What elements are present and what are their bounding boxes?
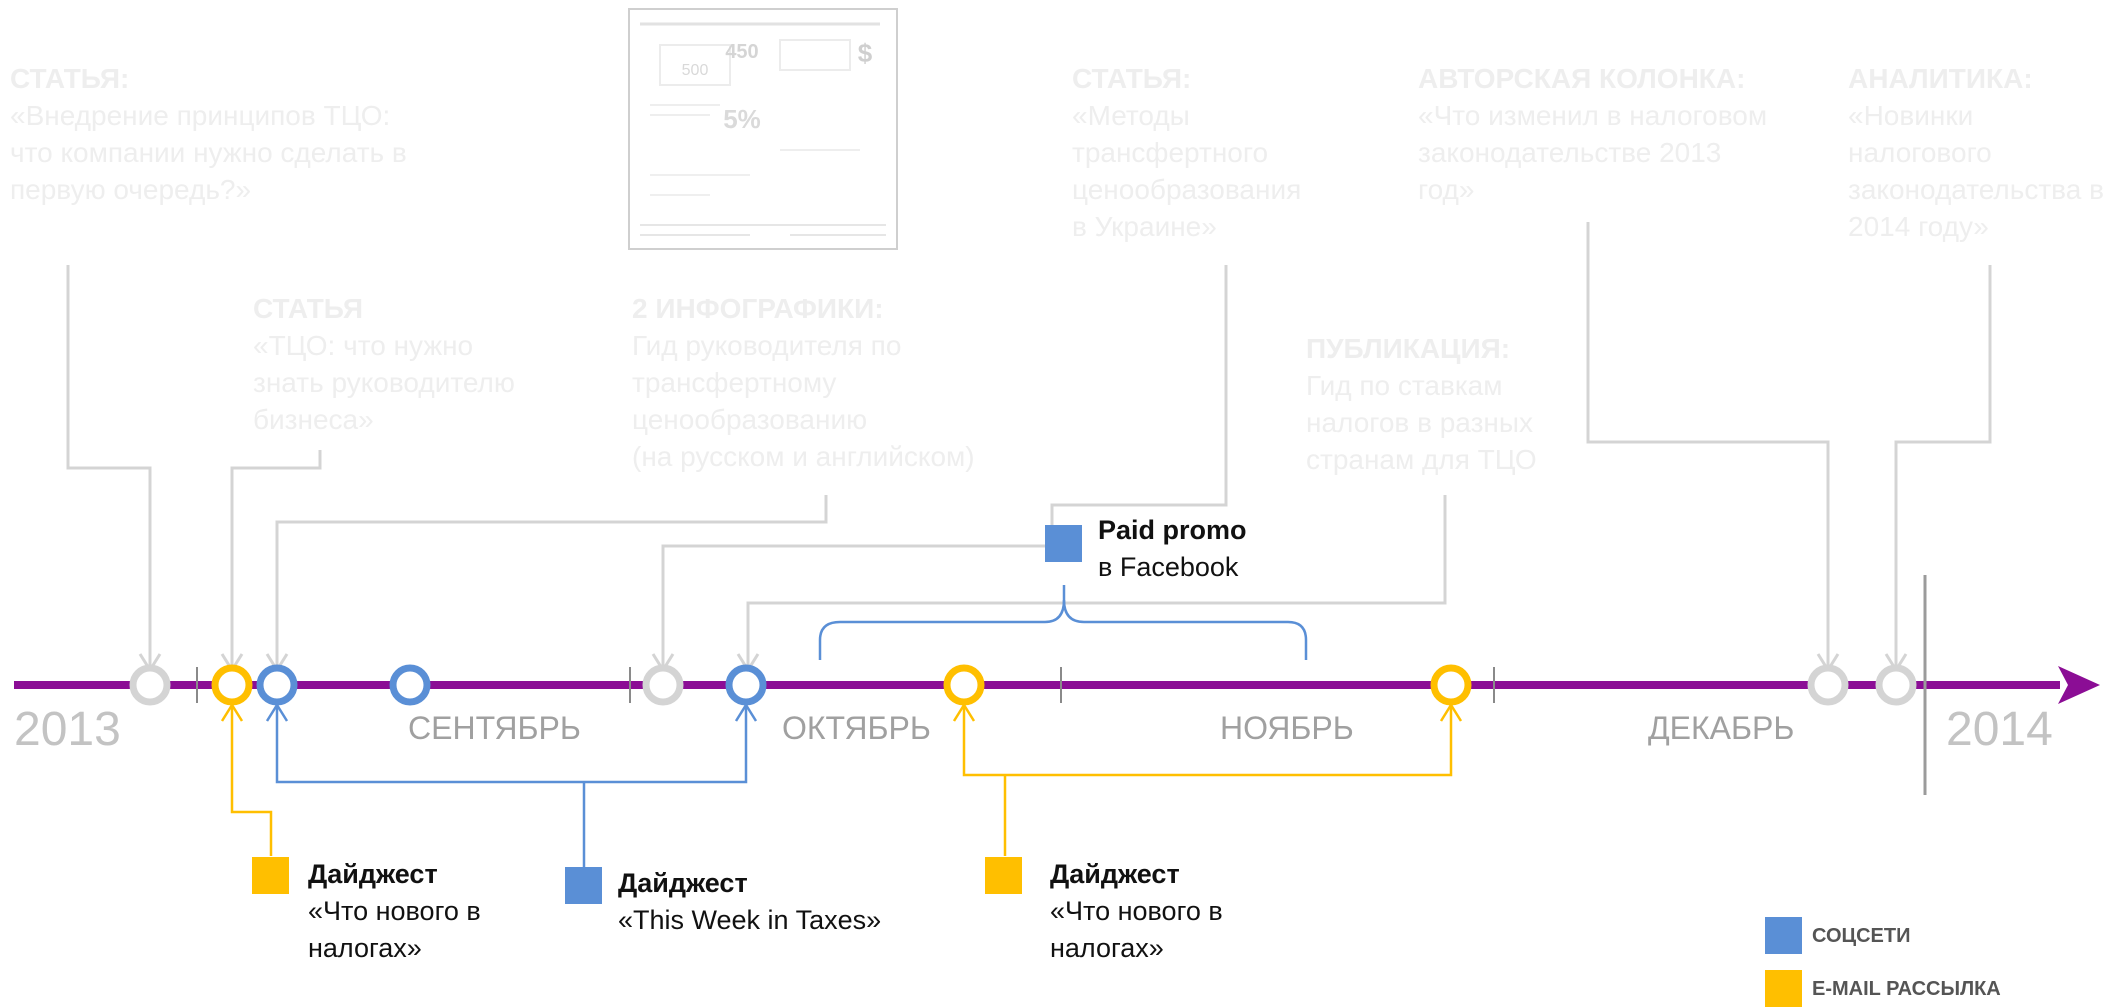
event-marker-gray xyxy=(1807,664,1849,706)
content-item-body: «ТЦО: что нужно знать руководителю бизне… xyxy=(253,330,515,435)
event-markers xyxy=(129,664,1917,706)
digest-email-square xyxy=(252,857,289,894)
content-item-heading: АНАЛИТИКА: xyxy=(1848,63,2033,94)
legend-swatch-email xyxy=(1765,970,1802,1007)
month-label: СЕНТЯБРЬ xyxy=(408,710,581,746)
digest-note-2: Дайджест «This Week in Taxes» xyxy=(618,865,881,939)
event-marker-email xyxy=(211,664,253,706)
content-item-body: Гид по ставкам налогов в разных странам … xyxy=(1306,370,1537,475)
event-marker-social xyxy=(256,664,298,706)
promo-brace xyxy=(818,599,1308,660)
infographic-preview-image: 500 450 5% $ xyxy=(640,22,886,236)
digest-email-square xyxy=(985,857,1022,894)
thumb-value-2: 450 xyxy=(725,41,758,63)
event-marker-gray xyxy=(129,664,171,706)
connector-social-digest xyxy=(275,705,748,784)
event-marker-gray xyxy=(1875,664,1917,706)
content-item-heading: СТАТЬЯ: xyxy=(10,63,130,94)
content-item-body: «Методы трансфертного ценообразования в … xyxy=(1072,100,1302,242)
content-item-heading: 2 ИНФОГРАФИКИ: xyxy=(632,293,884,324)
digest-title: Дайджест xyxy=(308,859,438,889)
promo-title: Paid promo xyxy=(1098,515,1247,545)
digest-social-square xyxy=(565,867,602,904)
digest-body: «This Week in Taxes» xyxy=(618,905,882,935)
content-connectors xyxy=(66,222,1992,670)
connector-column xyxy=(1586,222,1830,670)
digest-note-1: Дайджест «Что нового в налогах» xyxy=(308,856,481,967)
content-item-article-2: СТАТЬЯ «ТЦО: что нужно знать руководител… xyxy=(253,290,515,438)
month-label: ДЕКАБРЬ xyxy=(1648,710,1795,746)
content-item-analytics: АНАЛИТИКА: «Новинки налогового законодат… xyxy=(1848,60,2104,245)
legend-label-email: E-MAIL РАССЫЛКА xyxy=(1812,978,2001,1000)
content-item-heading: СТАТЬЯ xyxy=(253,293,363,324)
timeline-arrowhead xyxy=(2058,666,2100,704)
legend-label-social: СОЦСЕТИ xyxy=(1812,925,1911,947)
connector-publication xyxy=(746,495,1447,670)
digest-title: Дайджест xyxy=(618,868,748,898)
infographic-thumbnail: 500 450 5% $ xyxy=(628,8,898,250)
thumb-value-4: $ xyxy=(858,38,873,68)
year-end-label: 2014 xyxy=(1946,703,2053,756)
legend-swatch-social xyxy=(1765,917,1802,954)
content-item-publication: ПУБЛИКАЦИЯ: Гид по ставкам налогов в раз… xyxy=(1306,330,1537,478)
event-marker-gray xyxy=(642,664,684,706)
content-item-body: Гид руководителя по трансфертному ценооб… xyxy=(632,330,975,472)
content-item-column: АВТОРСКАЯ КОЛОНКА: «Что изменил в налого… xyxy=(1418,60,1767,208)
year-start-label: 2013 xyxy=(14,703,121,756)
digest-body: «Что нового в налогах» xyxy=(308,896,481,963)
event-marker-social xyxy=(725,664,767,706)
content-item-heading: АВТОРСКАЯ КОЛОНКА: xyxy=(1418,63,1746,94)
event-marker-email xyxy=(943,664,985,706)
content-item-article-1: СТАТЬЯ: «Внедрение принципов ТЦО: что ко… xyxy=(10,60,407,208)
content-item-body: «Внедрение принципов ТЦО: что компании н… xyxy=(10,100,407,205)
month-ticks xyxy=(196,667,1495,703)
month-label: ОКТЯБРЬ xyxy=(782,710,931,746)
promo-subtitle: в Facebook xyxy=(1098,552,1239,582)
connector-article-1 xyxy=(66,265,152,670)
thumb-value-3: 5% xyxy=(723,104,761,134)
content-item-infographics: 2 ИНФОГРАФИКИ: Гид руководителя по транс… xyxy=(632,290,975,475)
digest-title: Дайджест xyxy=(1050,859,1180,889)
connector-email-digest-2 xyxy=(962,705,1453,777)
connector-infographics xyxy=(275,495,828,670)
digest-body: «Что нового в налогах» xyxy=(1050,896,1223,963)
connector-article-2 xyxy=(230,450,322,670)
content-item-heading: ПУБЛИКАЦИЯ: xyxy=(1306,333,1511,364)
connector-analytics xyxy=(1894,265,1992,670)
promo-social-square xyxy=(1045,525,1082,562)
connector-email-digest-1 xyxy=(230,705,273,856)
thumb-value-1: 500 xyxy=(682,62,709,79)
event-marker-email xyxy=(1430,664,1472,706)
promo-note: Paid promo в Facebook xyxy=(1098,512,1247,586)
digest-note-3: Дайджест «Что нового в налогах» xyxy=(1050,856,1223,967)
content-item-article-3: СТАТЬЯ: «Методы трансфертного ценообразо… xyxy=(1072,60,1301,245)
event-marker-social xyxy=(389,664,431,706)
content-item-body: «Что изменил в налоговом законодательств… xyxy=(1418,100,1768,205)
content-item-heading: СТАТЬЯ: xyxy=(1072,63,1192,94)
content-item-body: «Новинки налогового законодательства в 2… xyxy=(1848,100,2104,242)
month-label: НОЯБРЬ xyxy=(1220,710,1354,746)
